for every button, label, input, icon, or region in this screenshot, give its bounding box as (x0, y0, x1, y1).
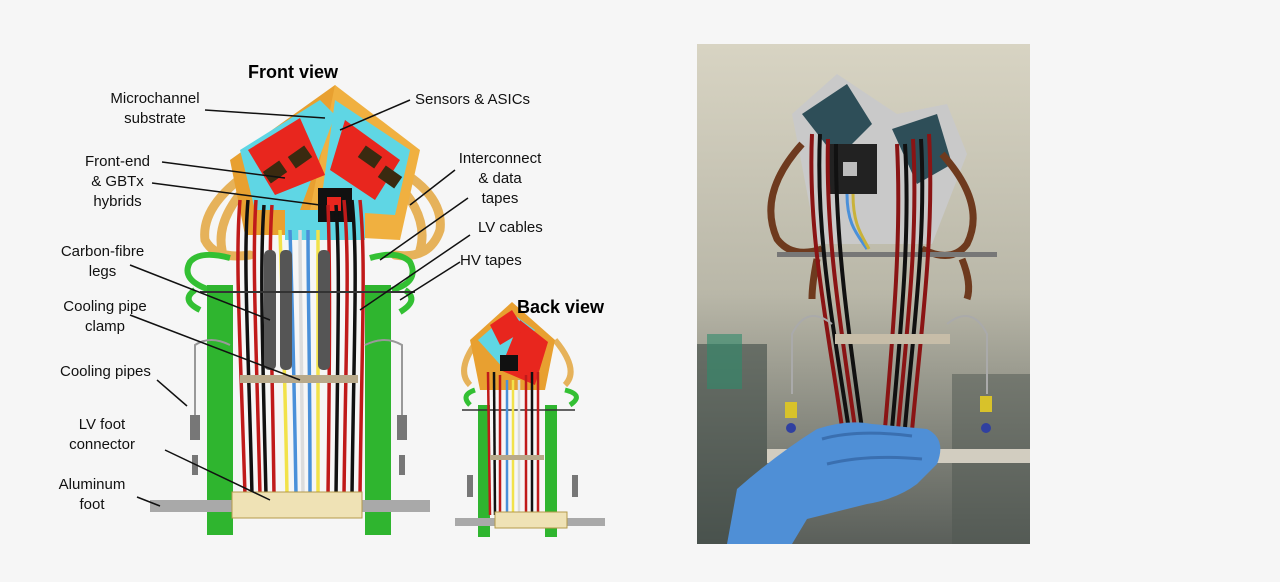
module-photo-drawing (697, 44, 1030, 544)
module-photo (697, 44, 1030, 544)
front-view-title: Front view (248, 62, 339, 82)
back-view-title: Back view (517, 297, 605, 317)
label-sensors-asics: Sensors & ASICs (415, 91, 531, 108)
carbon-fibre-legs-shape (207, 285, 391, 535)
label-lv-cables: LV cables (478, 219, 543, 236)
lv-foot-connector-shape (231, 491, 363, 519)
leader-lines (129, 99, 471, 507)
label-cooling-pipes: Cooling pipes (60, 363, 151, 380)
label-hv-tapes: HV tapes (460, 252, 522, 269)
cooling-loops (184, 251, 416, 315)
